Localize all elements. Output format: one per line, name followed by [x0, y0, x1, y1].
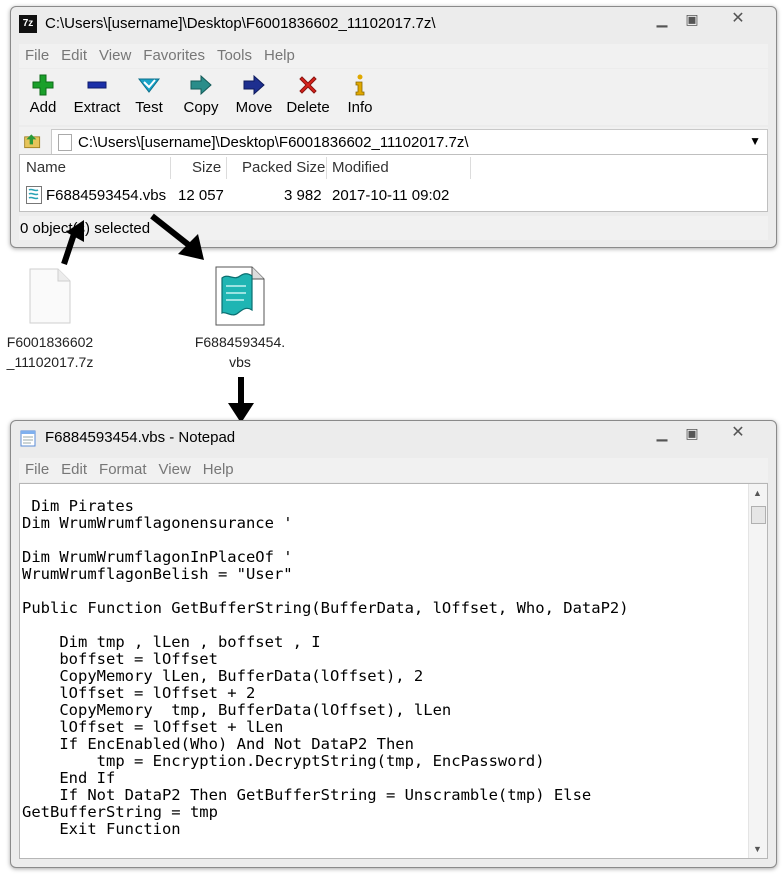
- address-input[interactable]: C:\Users\[username]\Desktop\F6001836602_…: [51, 129, 768, 155]
- menu-file[interactable]: File: [25, 461, 50, 478]
- vbs-file-label-line2: vbs: [229, 354, 251, 370]
- archive-file-label-line1: F6001836602: [6, 334, 94, 350]
- address-text: C:\Users\[username]\Desktop\F6001836602_…: [78, 134, 469, 151]
- status-text: 0 object(s) selected: [20, 220, 151, 237]
- folder-up-icon[interactable]: [23, 131, 43, 151]
- column-name[interactable]: Name: [26, 159, 67, 176]
- extract-button[interactable]: Extract: [69, 73, 125, 116]
- archive-menubar: File Edit View Favorites Tools Help: [19, 44, 768, 68]
- column-divider[interactable]: [326, 157, 327, 179]
- address-bar: C:\Users\[username]\Desktop\F6001836602_…: [19, 127, 768, 157]
- move-arrow-icon: [243, 74, 265, 96]
- archive-window-title: C:\Users\[username]\Desktop\F6001836602_…: [45, 15, 436, 32]
- notepad-titlebar: F6884593454.vbs - Notepad ▁ ▣ ✕: [11, 421, 776, 455]
- copy-arrow-icon: [190, 74, 212, 96]
- add-label: Add: [29, 99, 57, 116]
- copy-button[interactable]: Copy: [181, 73, 221, 116]
- vertical-scrollbar[interactable]: ▲ ▼: [748, 484, 767, 858]
- copy-label: Copy: [183, 99, 219, 116]
- scrollbar-thumb[interactable]: [751, 506, 766, 524]
- close-icon[interactable]: ✕: [731, 10, 745, 27]
- column-size[interactable]: Size: [192, 159, 222, 176]
- menu-format[interactable]: Format: [99, 461, 147, 478]
- info-button[interactable]: Info: [345, 73, 375, 116]
- file-name: F6884593454.vbs: [46, 187, 167, 204]
- delete-button[interactable]: Delete: [283, 73, 333, 116]
- document-icon: [58, 134, 72, 151]
- menu-file[interactable]: File: [25, 47, 50, 64]
- column-divider[interactable]: [470, 157, 471, 179]
- vbs-script-icon[interactable]: [214, 266, 266, 326]
- notepad-text-area[interactable]: Dim Pirates Dim WrumWrumflagonensurance …: [19, 483, 768, 859]
- file-modified: 2017-10-11 09:02: [332, 187, 450, 204]
- menu-tools[interactable]: Tools: [216, 47, 252, 64]
- add-button[interactable]: Add: [23, 73, 63, 116]
- move-button[interactable]: Move: [233, 73, 275, 116]
- file-size: 12 057: [178, 187, 224, 204]
- column-modified[interactable]: Modified: [332, 159, 389, 176]
- menu-view[interactable]: View: [99, 47, 132, 64]
- archive-file-label: F6001836602 _11102017.7z: [0, 332, 100, 372]
- column-packed-size[interactable]: Packed Size: [242, 159, 326, 176]
- delete-label: Delete: [286, 99, 330, 116]
- arrow-up-icon: [61, 220, 84, 265]
- notepad-menubar: File Edit Format View Help: [19, 458, 768, 482]
- test-label: Test: [135, 99, 163, 116]
- notepad-app-icon: [20, 430, 36, 447]
- script-source-text[interactable]: Dim Pirates Dim WrumWrumflagonensurance …: [22, 497, 629, 838]
- minimize-icon[interactable]: ▁: [656, 425, 668, 441]
- minimize-icon[interactable]: ▁: [656, 11, 668, 27]
- info-icon: [355, 74, 365, 96]
- menu-favorites[interactable]: Favorites: [143, 47, 205, 64]
- archive-toolbar: Add Extract Test Copy Move Delete: [19, 69, 768, 125]
- test-button[interactable]: Test: [131, 73, 167, 116]
- maximize-icon[interactable]: ▣: [685, 425, 699, 441]
- vbs-file-label: F6884593454. vbs: [184, 332, 296, 372]
- move-label: Move: [235, 99, 273, 116]
- menu-view[interactable]: View: [158, 461, 191, 478]
- menu-help[interactable]: Help: [264, 47, 295, 64]
- arrow-diagonal-icon: [150, 213, 204, 260]
- chevron-down-icon[interactable]: ▼: [749, 134, 761, 148]
- column-divider[interactable]: [226, 157, 227, 179]
- minus-icon: [87, 81, 107, 89]
- file-list: Name Size Packed Size Modified F68845934…: [19, 154, 768, 212]
- extract-label: Extract: [73, 99, 121, 116]
- scroll-down-icon[interactable]: ▼: [753, 844, 762, 854]
- archive-titlebar: 7z C:\Users\[username]\Desktop\F60018366…: [11, 7, 776, 41]
- script-file-icon: [26, 186, 42, 204]
- notepad-window: F6884593454.vbs - Notepad ▁ ▣ ✕ File Edit…: [10, 420, 777, 868]
- file-packed-size: 3 982: [284, 187, 322, 204]
- checkmark-icon: [137, 78, 161, 93]
- notepad-window-title: F6884593454.vbs - Notepad: [45, 429, 236, 446]
- info-label: Info: [347, 99, 373, 116]
- archive-file-label-line2: _11102017.7z: [6, 354, 94, 370]
- vbs-file-label-line1: F6884593454.: [194, 334, 286, 350]
- close-icon[interactable]: ✕: [731, 424, 745, 441]
- maximize-icon[interactable]: ▣: [685, 11, 699, 27]
- blank-file-icon[interactable]: [28, 268, 72, 324]
- scroll-up-icon[interactable]: ▲: [753, 488, 762, 498]
- delete-x-icon: [299, 76, 317, 94]
- menu-help[interactable]: Help: [202, 461, 234, 478]
- menu-edit[interactable]: Edit: [61, 461, 88, 478]
- column-divider[interactable]: [170, 157, 171, 179]
- table-row[interactable]: F6884593454.vbs 12 057 3 982 2017-10-11 …: [20, 183, 767, 207]
- plus-icon: [32, 74, 54, 96]
- 7zip-app-icon: 7z: [19, 15, 37, 33]
- archive-window: 7z C:\Users\[username]\Desktop\F60018366…: [10, 6, 777, 248]
- arrow-down-icon: [228, 377, 254, 423]
- status-bar: 0 object(s) selected: [19, 216, 768, 240]
- menu-edit[interactable]: Edit: [61, 47, 88, 64]
